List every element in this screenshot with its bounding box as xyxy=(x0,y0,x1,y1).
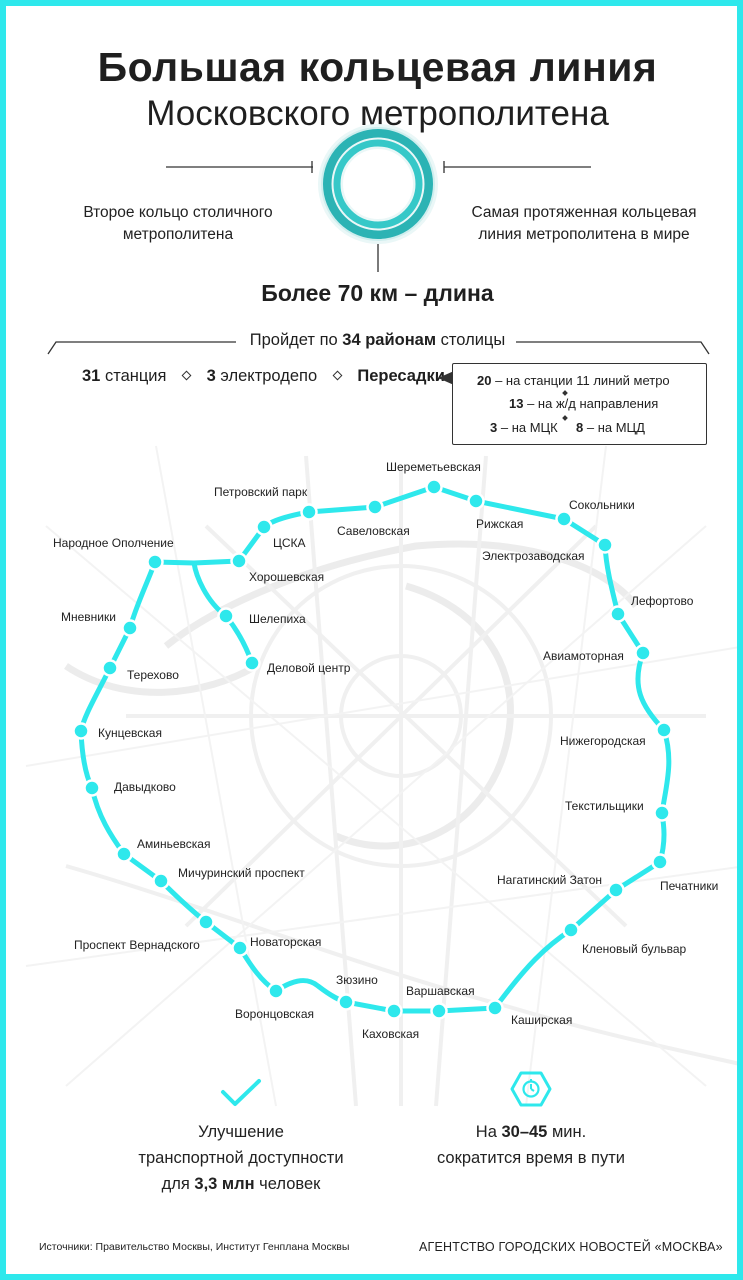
metro-line-map xyxy=(72,478,673,1020)
station-dot xyxy=(115,845,133,863)
fact-right-line-1: Самая протяженная кольцевая xyxy=(471,204,697,221)
station-label: Каширская xyxy=(511,1013,573,1027)
station-dot xyxy=(425,478,443,496)
station-label: Давыдково xyxy=(114,780,176,794)
station-dot xyxy=(72,722,90,740)
station-dot xyxy=(267,982,285,1000)
station-dot xyxy=(655,721,673,739)
benefit-time-saving: На 30–45 мин. сократится время в пути xyxy=(436,1123,626,1167)
station-dot xyxy=(337,993,355,1011)
station-dot xyxy=(562,921,580,939)
districts-fact: Пройдет по 34 районам столицы xyxy=(6,331,737,350)
station-dot xyxy=(555,510,573,528)
station-dot xyxy=(634,644,652,662)
station-label: Рижская xyxy=(476,517,524,531)
station-dot xyxy=(230,552,248,570)
station-label: Мичуринский проспект xyxy=(178,866,305,880)
station-dot xyxy=(651,853,669,871)
station-label: Шереметьевская xyxy=(386,460,481,474)
depots-count: 3 xyxy=(206,367,216,385)
districts-bracket xyxy=(47,341,710,355)
station-label: Петровский парк xyxy=(214,485,308,499)
station-label: Шелепиха xyxy=(249,612,306,626)
fact-second-ring: Второе кольцо столичного метрополитена xyxy=(46,202,310,246)
station-label: Зюзино xyxy=(336,973,378,987)
fact-left-line-1: Второе кольцо столичного xyxy=(83,204,273,221)
station-dot xyxy=(385,1002,403,1020)
station-label: Проспект Вернадского xyxy=(74,938,200,952)
station-dot xyxy=(486,999,504,1017)
station-dot xyxy=(366,498,384,516)
station-dot xyxy=(609,605,627,623)
station-dot xyxy=(217,607,235,625)
station-dot xyxy=(231,939,249,957)
stats-row: 31 станция 3 электродепо Пересадки xyxy=(82,367,445,385)
station-dot xyxy=(300,503,318,521)
station-label: Печатники xyxy=(660,879,719,893)
station-label: Терехово xyxy=(127,668,179,682)
transfers-label: Пересадки xyxy=(357,367,445,385)
transfers-pointer xyxy=(438,371,454,385)
stations-count: 31 xyxy=(82,367,101,385)
fact-left-line-2: метрополитена xyxy=(122,226,234,243)
station-label: Каховская xyxy=(362,1027,420,1041)
station-label: Савеловская xyxy=(337,524,410,538)
fact-longest-ring: Самая протяженная кольцевая линия метроп… xyxy=(446,202,722,246)
station-label: Мневники xyxy=(61,610,116,624)
station-label: Нижегородская xyxy=(560,734,646,748)
background-city-map xyxy=(25,445,737,1107)
station-dot xyxy=(197,913,215,931)
station-dot xyxy=(430,1002,448,1020)
station-dot xyxy=(653,804,671,822)
station-label: Текстильщики xyxy=(565,799,644,813)
transfers-box: 20 – на станции 11 линий метро 13 – на ж… xyxy=(452,363,707,445)
station-label: Народное Ополчение xyxy=(53,536,174,550)
station-label: Авиамоторная xyxy=(543,649,624,663)
station-label: Деловой центр xyxy=(267,661,351,675)
station-label: Варшавская xyxy=(406,984,475,998)
sources-note: Источники: Правительство Москвы, Институ… xyxy=(39,1241,350,1253)
station-dot xyxy=(607,881,625,899)
station-dot xyxy=(146,553,164,571)
station-label: Сокольники xyxy=(569,498,635,512)
station-dot xyxy=(243,654,261,672)
agency-credit: АГЕНТСТВО ГОРОДСКИХ НОВОСТЕЙ «МОСКВА» xyxy=(419,1240,723,1254)
station-dot xyxy=(255,518,273,536)
station-label: Лефортово xyxy=(631,594,694,608)
length-fact: Более 70 км – длина xyxy=(261,280,494,306)
stopwatch-icon xyxy=(510,1071,552,1107)
station-dot xyxy=(83,779,101,797)
districts-count: 34 районам xyxy=(342,331,437,349)
station-label: ЦСКА xyxy=(273,536,306,550)
station-label: Кленовый бульвар xyxy=(582,942,687,956)
station-label: Нагатинский Затон xyxy=(497,873,602,887)
checkmark-icon xyxy=(221,1079,261,1106)
station-label: Аминьевская xyxy=(137,837,211,851)
station-label: Электрозаводская xyxy=(482,549,585,563)
fact-right-line-2: линия метрополитена в мире xyxy=(478,226,690,243)
station-label: Воронцовская xyxy=(235,1007,314,1021)
station-dot xyxy=(101,659,119,677)
station-dot xyxy=(596,536,614,554)
station-dot xyxy=(467,492,485,510)
station-dot xyxy=(121,619,139,637)
benefit-accessibility: Улучшение транспортной доступности для 3… xyxy=(138,1123,344,1193)
station-label: Новаторская xyxy=(250,935,322,949)
ring-emblem xyxy=(166,124,591,272)
station-dot xyxy=(152,872,170,890)
station-label: Кунцевская xyxy=(98,726,162,740)
station-label: Хорошевская xyxy=(249,570,325,584)
title-line-1: Большая кольцевая линия xyxy=(97,44,658,90)
